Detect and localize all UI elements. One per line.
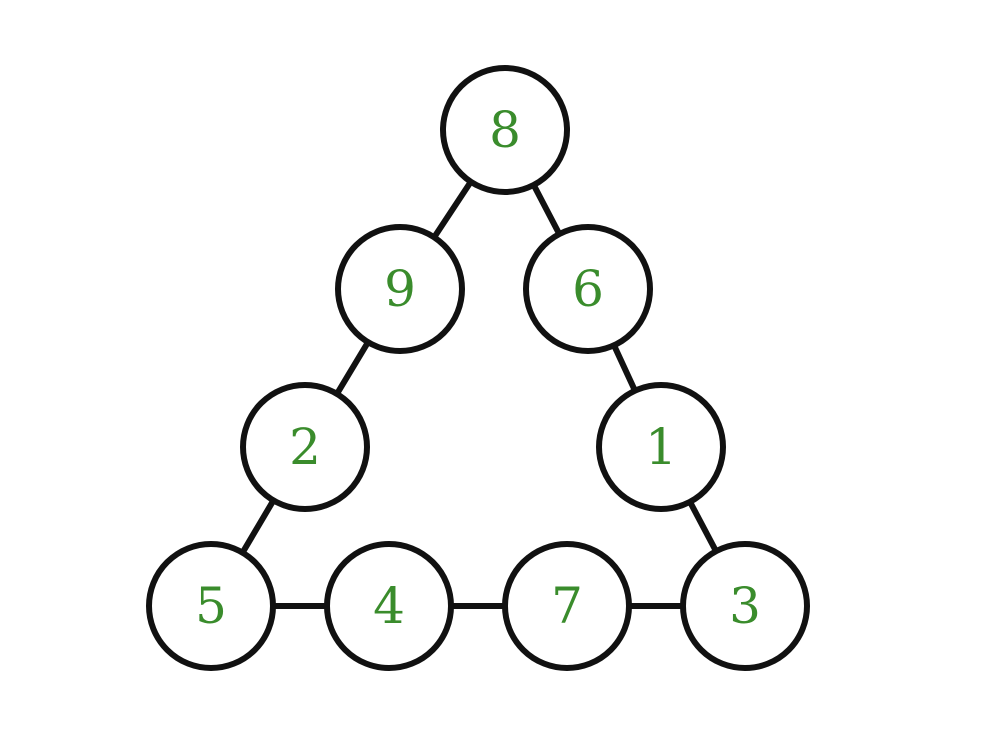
node-circle [523, 224, 653, 354]
node-9: 9 [335, 224, 465, 354]
node-circle [440, 65, 570, 195]
node-4: 4 [324, 541, 454, 671]
node-3: 3 [680, 541, 810, 671]
node-label: 5 [195, 577, 227, 635]
node-circle [324, 541, 454, 671]
node-7: 7 [502, 541, 632, 671]
node-circle [240, 382, 370, 512]
node-label: 2 [289, 418, 321, 476]
node-circle [596, 382, 726, 512]
node-label: 4 [373, 577, 405, 635]
node-5: 5 [146, 541, 276, 671]
node-label: 1 [645, 418, 677, 476]
node-1: 1 [596, 382, 726, 512]
node-2: 2 [240, 382, 370, 512]
edges-layer [208, 127, 748, 609]
node-label: 7 [551, 577, 583, 635]
node-label: 9 [384, 260, 416, 318]
node-circle [680, 541, 810, 671]
node-8: 8 [440, 65, 570, 195]
node-6: 6 [523, 224, 653, 354]
node-label: 6 [572, 260, 604, 318]
node-circle [146, 541, 276, 671]
node-label: 3 [729, 577, 761, 635]
nodes-layer: 8 9 6 2 1 5 4 7 3 [146, 65, 810, 671]
node-circle [335, 224, 465, 354]
node-circle [502, 541, 632, 671]
node-label: 8 [489, 101, 521, 159]
